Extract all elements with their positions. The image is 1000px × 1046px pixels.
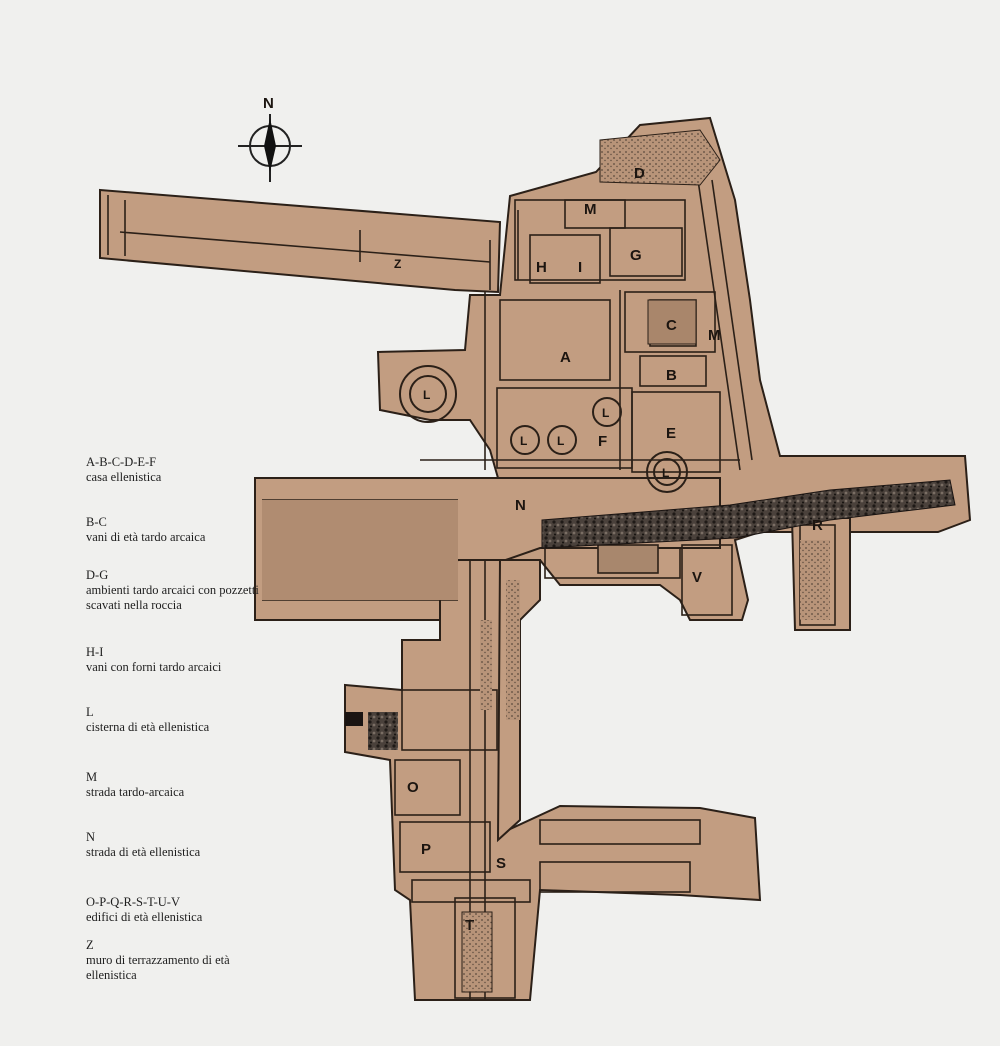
legend-code: O-P-Q-R-S-T-U-V: [86, 895, 180, 909]
label-p: P: [421, 841, 431, 858]
legend-desc: strada tardo-arcaica: [86, 785, 185, 799]
legend-entry-m: M strada tardo-arcaica: [86, 770, 184, 800]
label-o: O: [407, 779, 419, 796]
label-i: I: [578, 259, 582, 276]
legend-entry-z: Z muro di terrazzamento di età ellenisti…: [86, 938, 230, 983]
label-m-top: M: [584, 201, 597, 218]
label-l5: L: [662, 466, 669, 480]
excavation-area: [99, 116, 972, 1001]
legend-entry-b-c: B-C vani di età tardo arcaica: [86, 515, 205, 545]
legend-code: B-C: [86, 515, 107, 529]
label-s: S: [496, 855, 506, 872]
label-l3: L: [557, 434, 564, 448]
label-f: F: [598, 433, 607, 450]
label-v: V: [692, 569, 702, 586]
legend-entry-a-f: A-B-C-D-E-F casa ellenistica: [86, 455, 161, 485]
cisterns: [399, 365, 688, 493]
legend-desc: muro di terrazzamento di età: [86, 953, 230, 967]
label-r: R: [812, 517, 823, 534]
label-t: T: [465, 917, 474, 934]
legend-desc: cisterna di età ellenistica: [86, 720, 210, 734]
legend-code: M: [86, 770, 98, 784]
legend-desc: scavati nella roccia: [86, 598, 182, 612]
legend-desc: casa ellenistica: [86, 470, 162, 484]
label-b: B: [666, 367, 677, 384]
label-m-right: M: [708, 327, 721, 344]
legend-desc: strada di età ellenistica: [86, 845, 201, 859]
legend-desc: ambienti tardo arcaici con pozzetti: [86, 583, 259, 597]
label-c: C: [666, 317, 677, 334]
legend-code: N: [86, 830, 96, 844]
label-z: Z: [394, 257, 401, 271]
legend-entry-l: L cisterna di età ellenistica: [86, 705, 209, 735]
terrace-wall-z: [99, 188, 502, 294]
interior-walls: [107, 179, 836, 1000]
label-l2: L: [520, 434, 527, 448]
legend-code: D-G: [86, 568, 109, 582]
label-d: D: [634, 165, 645, 182]
plan-labels: D M G H I Z A C M B L L L L L F E N R V …: [394, 165, 823, 934]
label-l4: L: [602, 406, 609, 420]
legend-desc: vani di età tardo arcaica: [86, 530, 206, 544]
legend-desc: vani con forni tardo arcaici: [86, 660, 222, 674]
label-h: H: [536, 259, 547, 276]
legend-entry-d-g: D-G ambienti tardo arcaici con pozzetti …: [86, 568, 259, 613]
label-n: N: [515, 497, 526, 514]
compass-rose-icon: N: [238, 95, 302, 182]
legend-entry-n: N strada di età ellenistica: [86, 830, 200, 860]
southern-block: [344, 559, 762, 1001]
legend-code: Z: [86, 938, 94, 952]
legend-desc: edifici di età ellenistica: [86, 910, 203, 924]
legend-code: L: [86, 705, 94, 719]
legend-code: A-B-C-D-E-F: [86, 455, 157, 469]
legend-desc: ellenistica: [86, 968, 137, 982]
legend-entry-h-i: H-I vani con forni tardo arcaici: [86, 645, 221, 675]
legend-entry-o-v: O-P-Q-R-S-T-U-V edifici di età ellenisti…: [86, 895, 202, 925]
compass-north-label: N: [263, 95, 274, 112]
legend-code: H-I: [86, 645, 104, 659]
label-e: E: [666, 425, 676, 442]
label-a: A: [560, 349, 571, 366]
shaded-rooms: [262, 129, 830, 993]
label-l1: L: [423, 388, 430, 402]
label-g: G: [630, 247, 642, 264]
rubble-band: [541, 479, 956, 549]
